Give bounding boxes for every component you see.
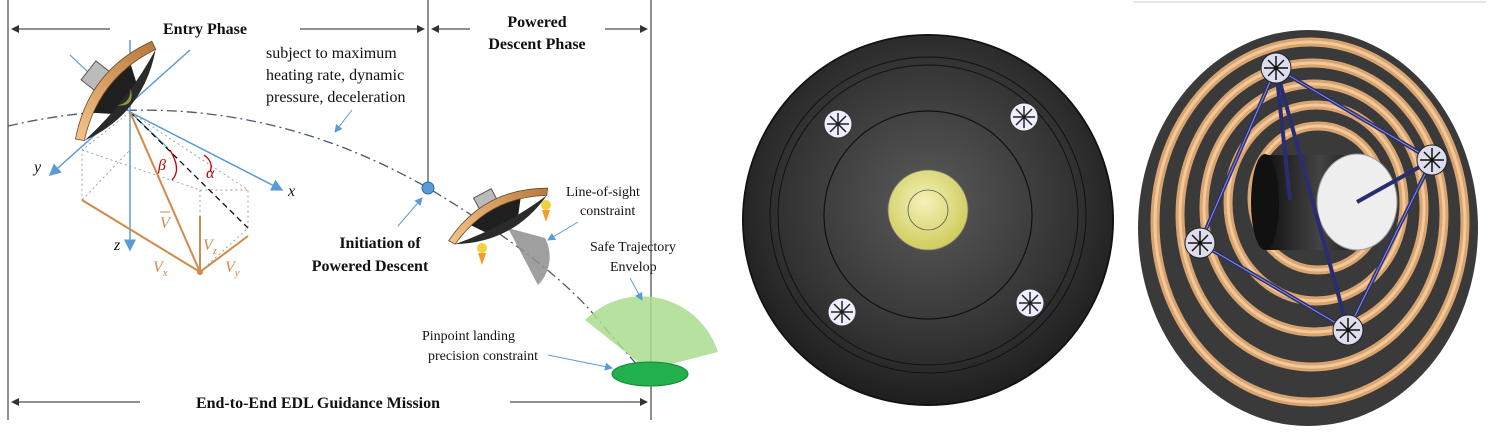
landing-zone <box>611 361 689 387</box>
initiation-pointer <box>397 197 423 227</box>
entry-phase-label: Entry Phase <box>163 21 247 38</box>
lander-icon <box>448 187 549 245</box>
pinpoint-label-2: precision constraint <box>428 349 538 364</box>
alpha-label: α <box>206 165 215 182</box>
velocity-origin <box>197 269 203 275</box>
powered-phase-label-1: Powered <box>507 14 566 31</box>
los-label-2: constraint <box>580 204 635 219</box>
central-dome <box>887 169 969 251</box>
powered-phase-label-2: Descent Phase <box>488 36 585 53</box>
velocity-vectors <box>81 111 249 273</box>
body-frame: x y z β α V Vx Vz Vy <box>32 40 295 279</box>
safe-label-2: Envelop <box>610 260 657 275</box>
los-pointer <box>547 221 579 241</box>
safe-pointer <box>629 277 643 301</box>
safe-label-1: Safe Trajectory <box>590 240 676 255</box>
line-of-sight-cone <box>508 228 550 285</box>
vx-label: Vx <box>153 259 168 279</box>
capsule-icon <box>75 40 157 142</box>
constraint-text-3: pressure, deceleration <box>266 89 405 106</box>
constraint-text-1: subject to maximum <box>266 45 397 62</box>
thruster-icon <box>477 200 551 265</box>
vehicle-ring-view <box>1133 1 1486 426</box>
vy-label: Vy <box>225 259 240 279</box>
vz-label: Vz <box>203 237 218 257</box>
constraint-pointer <box>334 109 353 133</box>
v-label: V <box>160 215 172 232</box>
thruster-icon <box>1184 52 1448 346</box>
z-axis-label: z <box>113 237 121 254</box>
safe-envelope <box>585 296 718 370</box>
initiation-point <box>421 181 435 195</box>
pinpoint-label-1: Pinpoint landing <box>422 329 515 344</box>
velocity-direction-dashed <box>129 111 249 229</box>
los-label-1: Line-of-sight <box>566 185 640 200</box>
initiation-label-1: Initiation of <box>339 235 421 252</box>
pinpoint-pointer <box>547 354 613 371</box>
vehicle-top-view <box>742 34 1114 406</box>
thruster-icon <box>823 102 1045 327</box>
edl-diagram-panel: Entry Phase Powered Descent Phase End-to… <box>7 0 718 420</box>
mission-label: End-to-End EDL Guidance Mission <box>196 395 440 412</box>
x-axis <box>129 111 284 191</box>
x-axis-label: x <box>287 183 295 200</box>
initiation-label-2: Powered Descent <box>312 258 429 275</box>
y-axis-label: y <box>32 159 42 176</box>
beta-arc <box>169 149 178 181</box>
beta-label: β <box>157 157 166 174</box>
constraint-text-2: heating rate, dynamic <box>266 67 404 84</box>
alpha-arc <box>203 154 212 173</box>
